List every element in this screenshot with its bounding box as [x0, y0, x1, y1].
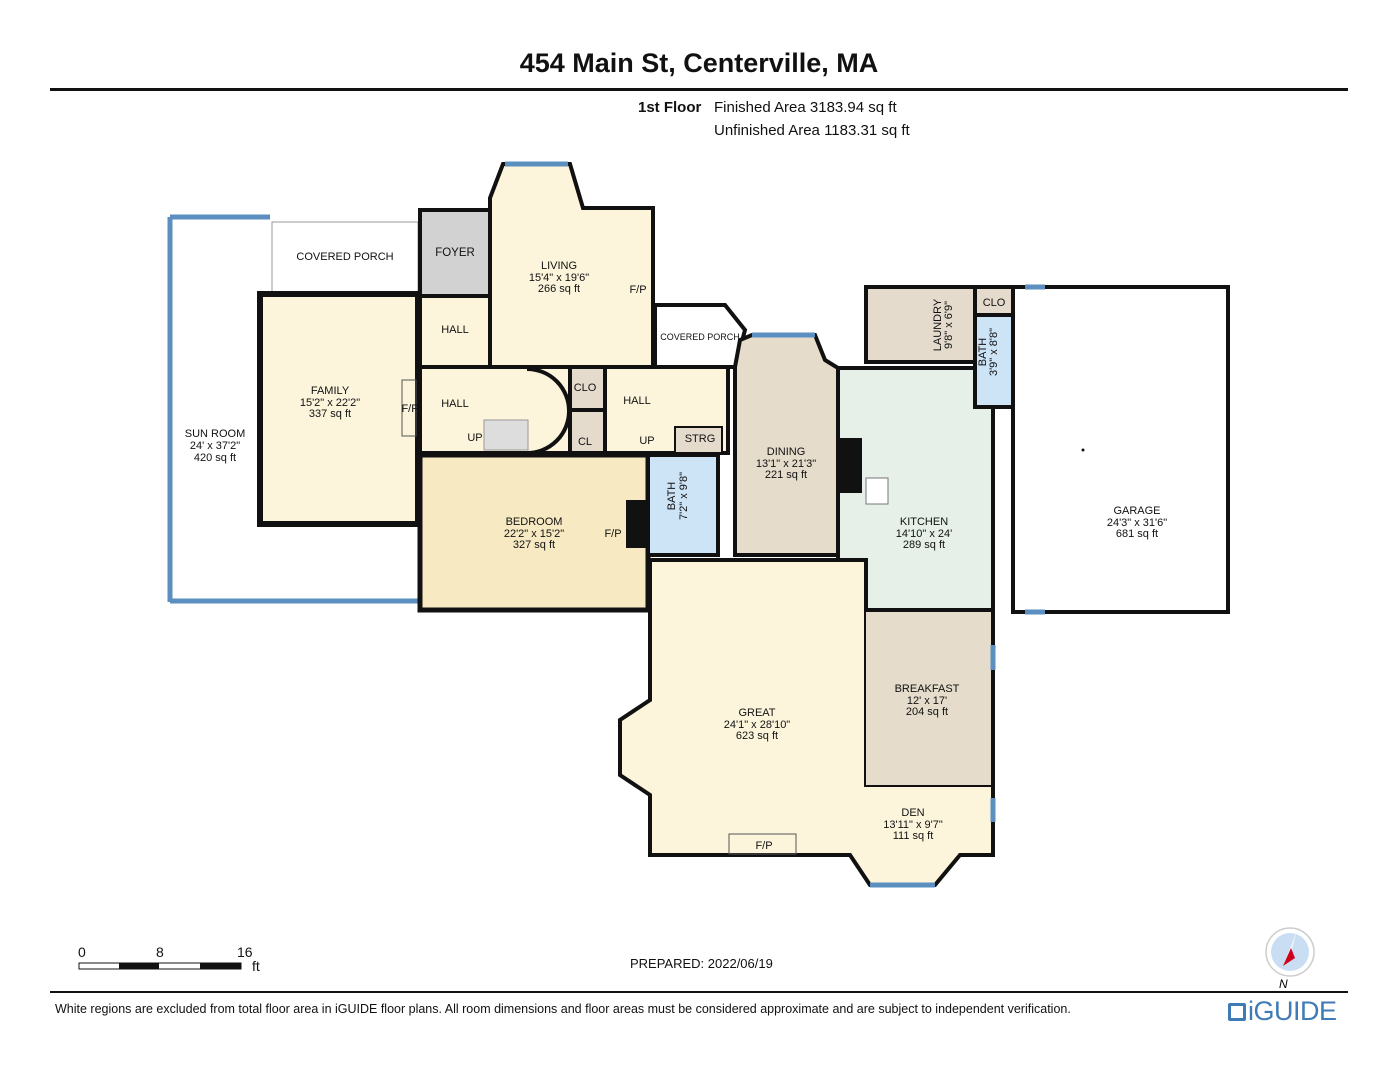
area-bedroom: 327 sq ft: [513, 539, 555, 551]
room-family: [257, 291, 421, 527]
scale-tick-16: 16: [237, 944, 253, 960]
stairs-up-1: UP: [467, 432, 482, 444]
area-sun-room: 420 sq ft: [194, 452, 236, 464]
fireplace-great: F/P: [755, 840, 772, 852]
dims-bedroom: 22'2" x 15'2": [504, 528, 564, 540]
fireplace-bedroom: F/P: [604, 528, 621, 540]
room-dining: [733, 333, 840, 557]
compass-icon: N: [1265, 927, 1315, 991]
logo-text: iGUIDE: [1248, 996, 1337, 1026]
room-laundry: [864, 285, 977, 364]
label-breakfast: BREAKFAST: [895, 683, 960, 695]
dims-garage: 24'3" x 31'6": [1107, 517, 1167, 529]
label-bath-2: BATH: [977, 338, 989, 367]
label-covered-porch-1: COVERED PORCH: [296, 251, 393, 263]
label-foyer: FOYER: [435, 247, 475, 259]
label-hall-2: HALL: [441, 398, 469, 410]
room-sun-room: [170, 217, 418, 602]
dims-kitchen: 14'10" x 24': [896, 528, 952, 540]
label-laundry: LAUNDRY: [932, 298, 944, 351]
label-clo-2: CLO: [983, 297, 1006, 309]
scale-bar: [78, 962, 242, 970]
room-breakfast: [866, 612, 993, 785]
label-living: LIVING: [541, 260, 577, 272]
compass-north-label: N: [1279, 977, 1288, 991]
area-den: 111 sq ft: [893, 830, 934, 842]
room-foyer: [418, 208, 492, 298]
room-bedroom: [417, 452, 651, 613]
label-covered-porch-2: COVERED PORCH: [660, 332, 740, 342]
room-bath-1: [646, 453, 720, 557]
room-covered-porch-1: [271, 221, 419, 294]
label-cl: CL: [578, 436, 592, 448]
label-den: DEN: [901, 807, 924, 819]
label-garage: GARAGE: [1113, 505, 1160, 517]
scale-unit: ft: [252, 958, 260, 974]
dims-bath-1: 7'2" x 9'8": [678, 472, 690, 520]
label-hall-3: HALL: [623, 395, 651, 407]
fireplace-living: F/P: [629, 284, 646, 296]
stairs-up-2: UP: [639, 435, 654, 447]
label-strg: STRG: [685, 433, 716, 445]
logo-mark-icon: [1228, 1003, 1246, 1021]
label-kitchen: KITCHEN: [900, 516, 948, 528]
label-bedroom: BEDROOM: [506, 516, 563, 528]
area-family: 337 sq ft: [309, 408, 351, 420]
dims-dining: 13'1" x 21'3": [756, 458, 816, 470]
page-title: 454 Main St, Centerville, MA: [519, 48, 879, 78]
area-living: 266 sq ft: [538, 283, 580, 295]
label-bath-1: BATH: [666, 482, 678, 511]
dims-den: 13'11" x 9'7": [883, 819, 943, 831]
unfinished-area: Unfinished Area 1183.31 sq ft: [714, 122, 910, 139]
area-dining: 221 sq ft: [765, 469, 807, 481]
area-kitchen: 289 sq ft: [903, 539, 945, 551]
room-bath-2: [973, 313, 1015, 409]
label-clo-1: CLO: [574, 382, 597, 394]
room-strg: [674, 426, 723, 454]
area-great: 623 sq ft: [736, 730, 778, 742]
room-labels: SUN ROOM 24' x 37'2" 420 sq ft COVERED P…: [185, 247, 1168, 852]
dims-great: 24'1" x 28'10": [724, 719, 791, 731]
dims-breakfast: 12' x 17': [907, 695, 947, 707]
area-garage: 681 sq ft: [1116, 528, 1158, 540]
dims-living: 15'4" x 19'6": [529, 272, 589, 284]
header-divider: [50, 88, 1348, 91]
room-garage: [1011, 285, 1230, 614]
label-sun-room: SUN ROOM: [185, 428, 246, 440]
footer-divider: [50, 991, 1348, 993]
finished-area: Finished Area 3183.94 sq ft: [714, 99, 897, 116]
iguide-logo: iGUIDE: [1228, 996, 1337, 1027]
label-dining: DINING: [767, 446, 806, 458]
label-family: FAMILY: [311, 385, 350, 397]
dims-bath-2: 3'9" x 8'8": [988, 328, 1000, 376]
label-hall-1: HALL: [441, 324, 469, 336]
dims-sun-room: 24' x 37'2": [190, 440, 240, 452]
fireplace-family: F/P: [401, 403, 418, 415]
dims-laundry: 9'8" x 6'9": [943, 301, 955, 349]
room-hall-1: [418, 294, 492, 369]
scale-tick-8: 8: [156, 944, 164, 960]
floor-label: 1st Floor: [638, 99, 702, 116]
scale-tick-0: 0: [78, 944, 86, 960]
disclaimer: White regions are excluded from total fl…: [55, 1002, 1071, 1016]
area-breakfast: 204 sq ft: [906, 706, 948, 718]
room-cl: [568, 408, 607, 455]
prepared-date: PREPARED: 2022/06/19: [630, 956, 773, 971]
label-great: GREAT: [738, 707, 775, 719]
dims-family: 15'2" x 22'2": [300, 397, 360, 409]
